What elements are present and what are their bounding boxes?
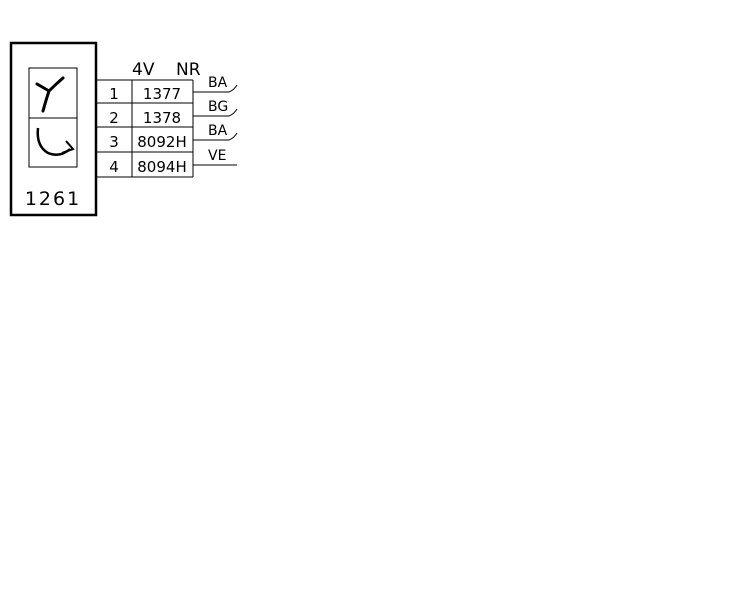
clamp-icon	[35, 76, 65, 113]
wire-number: 1377	[143, 85, 181, 103]
component-id: 1261	[25, 188, 81, 210]
pin-number: 1	[109, 85, 119, 103]
wire-color: BG	[208, 99, 228, 115]
wire-color: BA	[208, 123, 228, 139]
wire-number: 1378	[143, 109, 181, 127]
wire-color: VE	[208, 148, 226, 164]
wire-number: 8094H	[137, 158, 186, 176]
connector-table	[96, 79, 194, 178]
wire-number: 8092H	[137, 133, 186, 151]
pin-count-label: 4V	[132, 60, 155, 80]
curved-arrow-icon	[36, 127, 75, 157]
pin-number: 3	[109, 133, 119, 151]
wire-color: BA	[208, 75, 228, 91]
pin-number: 4	[109, 158, 119, 176]
connector-color-label: NR	[176, 60, 201, 80]
output-wires	[193, 84, 238, 166]
pin-number: 2	[109, 109, 119, 127]
component-box	[9, 41, 98, 217]
